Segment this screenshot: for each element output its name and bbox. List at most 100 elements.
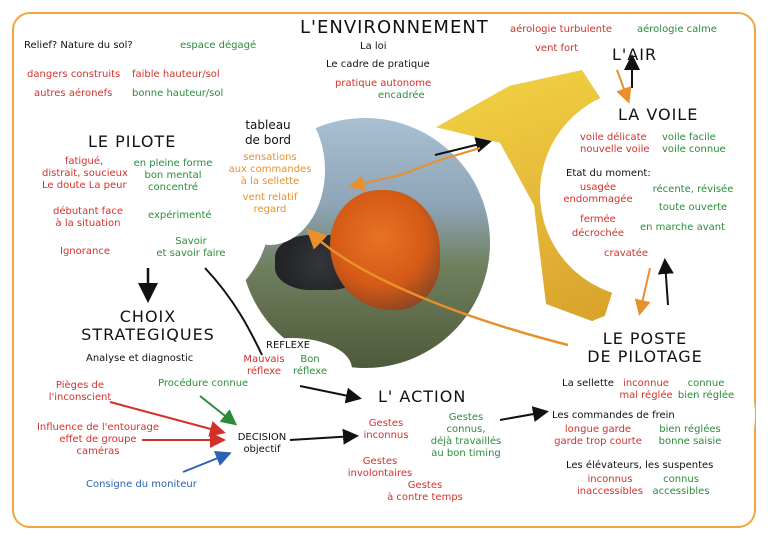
- title-choix: CHOIX STRATEGIQUES: [68, 308, 228, 344]
- reflexe-mauvais-2: réflexe: [246, 366, 282, 377]
- voile-delicate: voile délicate: [580, 132, 647, 143]
- voile-connue: voile connue: [662, 144, 726, 155]
- pilote-mental: bon mental: [144, 170, 202, 181]
- choix-pieges: Pièges de l'inconscient: [44, 380, 116, 404]
- poste-elevateurs-green: connus accessibles: [646, 474, 716, 498]
- title-poste-1: LE POSTE: [602, 329, 688, 348]
- voile-fermee: fermée: [580, 214, 616, 225]
- pilote-savoir: Savoir et savoir faire: [150, 236, 232, 260]
- poste-elevateurs-red: inconnus inaccessibles: [572, 474, 648, 498]
- pilote-doute: Le doute La peur: [42, 180, 127, 191]
- poste-commandes-green: bien réglées bonne saisie: [652, 424, 728, 448]
- poste-elevateurs: Les élévateurs, les suspentes: [566, 460, 714, 471]
- choix-decision-2: objectif: [243, 444, 281, 455]
- env-espace: espace dégagé: [180, 40, 257, 51]
- voile-red3: fermée décrochée: [570, 214, 626, 240]
- arrow-procedure-decision: [199, 395, 238, 426]
- voile-marche-avant: en marche avant: [640, 222, 726, 233]
- pilote-debutant-1: débutant face: [53, 206, 123, 217]
- voile-endommagee: endommagée: [563, 194, 633, 205]
- tableau-commandes: aux commandes: [228, 164, 312, 175]
- pilote-distrait: distrait, soucieux: [42, 168, 128, 179]
- action-inconnus-2: inconnus: [363, 430, 409, 441]
- env-aerologie-calme: aérologie calme: [637, 24, 717, 35]
- reflexe-bon-1: Bon: [300, 354, 320, 365]
- pilote-savoir-1: Savoir: [175, 236, 207, 247]
- choix-pieges-1: Pièges de: [55, 380, 105, 391]
- env-autres-aeronefs: autres aéronefs: [34, 88, 113, 99]
- choix-decision: DECISION objectif: [230, 432, 294, 456]
- tableau-title-1: tableau: [245, 118, 291, 132]
- title-air: L'AIR: [612, 45, 658, 64]
- pilote-ignorance: Ignorance: [60, 246, 110, 257]
- poste-elevateurs-accessibles: accessibles: [652, 486, 710, 497]
- choix-analyse: Analyse et diagnostic: [86, 353, 194, 364]
- arrow-decision-action: [289, 428, 359, 445]
- title-choix-1: CHOIX: [119, 307, 177, 326]
- action-connus-4: au bon timing: [431, 448, 501, 459]
- choix-pieges-2: l'inconscient: [48, 392, 112, 403]
- poste-commandes: Les commandes de frein: [552, 410, 675, 421]
- env-bonne-hauteur: bonne hauteur/sol: [132, 88, 224, 99]
- poste-sellette-red: inconnue mal réglée: [616, 378, 676, 402]
- choix-consigne: Consigne du moniteur: [86, 479, 197, 490]
- tableau-title-2: de bord: [244, 133, 292, 147]
- title-action: L' ACTION: [378, 387, 467, 406]
- title-environnement: L'ENVIRONNEMENT: [300, 17, 489, 38]
- action-gestes-connus: Gestes connus, déjà travaillés au bon ti…: [422, 412, 510, 460]
- action-involontaires: Gestes involontaires: [344, 456, 416, 480]
- tableau-sellette: à la sellette: [240, 176, 300, 187]
- title-poste-2: DE PILOTAGE: [587, 347, 703, 366]
- action-connus-1: Gestes: [448, 412, 484, 423]
- action-connus-3: déjà travaillés: [430, 436, 502, 447]
- poste-sellette-bien-reglee: bien réglée: [677, 390, 735, 401]
- arrow-reflexe-action: [299, 385, 362, 404]
- arrow-wing-tableau: [348, 147, 481, 192]
- tableau-sensations: sensations: [243, 152, 297, 163]
- choix-influence: Influence de l'entourage effet de groupe…: [34, 422, 162, 458]
- choix-decision-1: DECISION: [237, 432, 287, 443]
- bubble-tableau: [215, 95, 325, 245]
- poste-elevateurs-inconnus: inconnus: [587, 474, 633, 485]
- voile-facile: voile facile: [662, 132, 716, 143]
- action-contre-temps: Gestes à contre temps: [380, 480, 470, 504]
- env-relief: Relief? Nature du sol?: [24, 40, 133, 51]
- arrow-action-poste: [499, 406, 549, 422]
- action-involontaires-2: involontaires: [347, 468, 413, 479]
- poste-elevateurs-connus: connus: [663, 474, 699, 485]
- env-dangers: dangers construits: [27, 69, 121, 80]
- env-vent-fort: vent fort: [535, 43, 579, 54]
- pilote-fatigue: fatigué,: [64, 156, 104, 167]
- arrow-pilot-wing: [434, 137, 492, 156]
- voile-usagee: usagée: [579, 182, 617, 193]
- tableau-regard: regard: [253, 204, 287, 215]
- bubble-choix: [25, 300, 270, 505]
- poste-sellette-green: connue bien réglée: [676, 378, 736, 402]
- voile-etat: Etat du moment:: [566, 168, 651, 179]
- env-encadree: encadrée: [378, 90, 425, 101]
- pilote-savoir-2: et savoir faire: [156, 248, 226, 259]
- line-pilote-reflexe: [204, 267, 263, 356]
- env-loi: La loi: [360, 41, 387, 52]
- poste-bien-reglees: bien réglées: [659, 424, 721, 435]
- poste-sellette-connue: connue: [687, 378, 725, 389]
- pilote-debutant-2: à la situation: [55, 218, 121, 229]
- env-aerologie-turbulente: aérologie turbulente: [510, 24, 613, 35]
- voile-red2: usagée endommagée: [562, 182, 634, 206]
- arrow-pieges-decision: [109, 401, 226, 437]
- pilote-experimente: expérimenté: [148, 210, 212, 221]
- pilote-concentre: concentré: [148, 182, 198, 193]
- poste-commandes-red: longue garde garde trop courte: [552, 424, 644, 448]
- title-choix-2: STRATEGIQUES: [81, 325, 215, 344]
- action-contre-temps-1: Gestes: [407, 480, 443, 491]
- reflexe-mauvais-1: Mauvais: [243, 354, 285, 365]
- bubble-reflexe: [232, 338, 352, 400]
- voile-cravatee: cravatée: [604, 248, 649, 259]
- action-connus-2: connus,: [446, 424, 486, 435]
- tableau-vent: vent relatif: [242, 192, 298, 203]
- title-poste: LE POSTE DE PILOTAGE: [570, 330, 720, 366]
- action-gestes-inconnus: Gestes inconnus: [358, 418, 414, 442]
- poste-longue-garde: longue garde: [564, 424, 632, 435]
- env-faible-hauteur: faible hauteur/sol: [132, 69, 220, 80]
- reflexe-mauvais: Mauvais réflexe: [240, 354, 288, 378]
